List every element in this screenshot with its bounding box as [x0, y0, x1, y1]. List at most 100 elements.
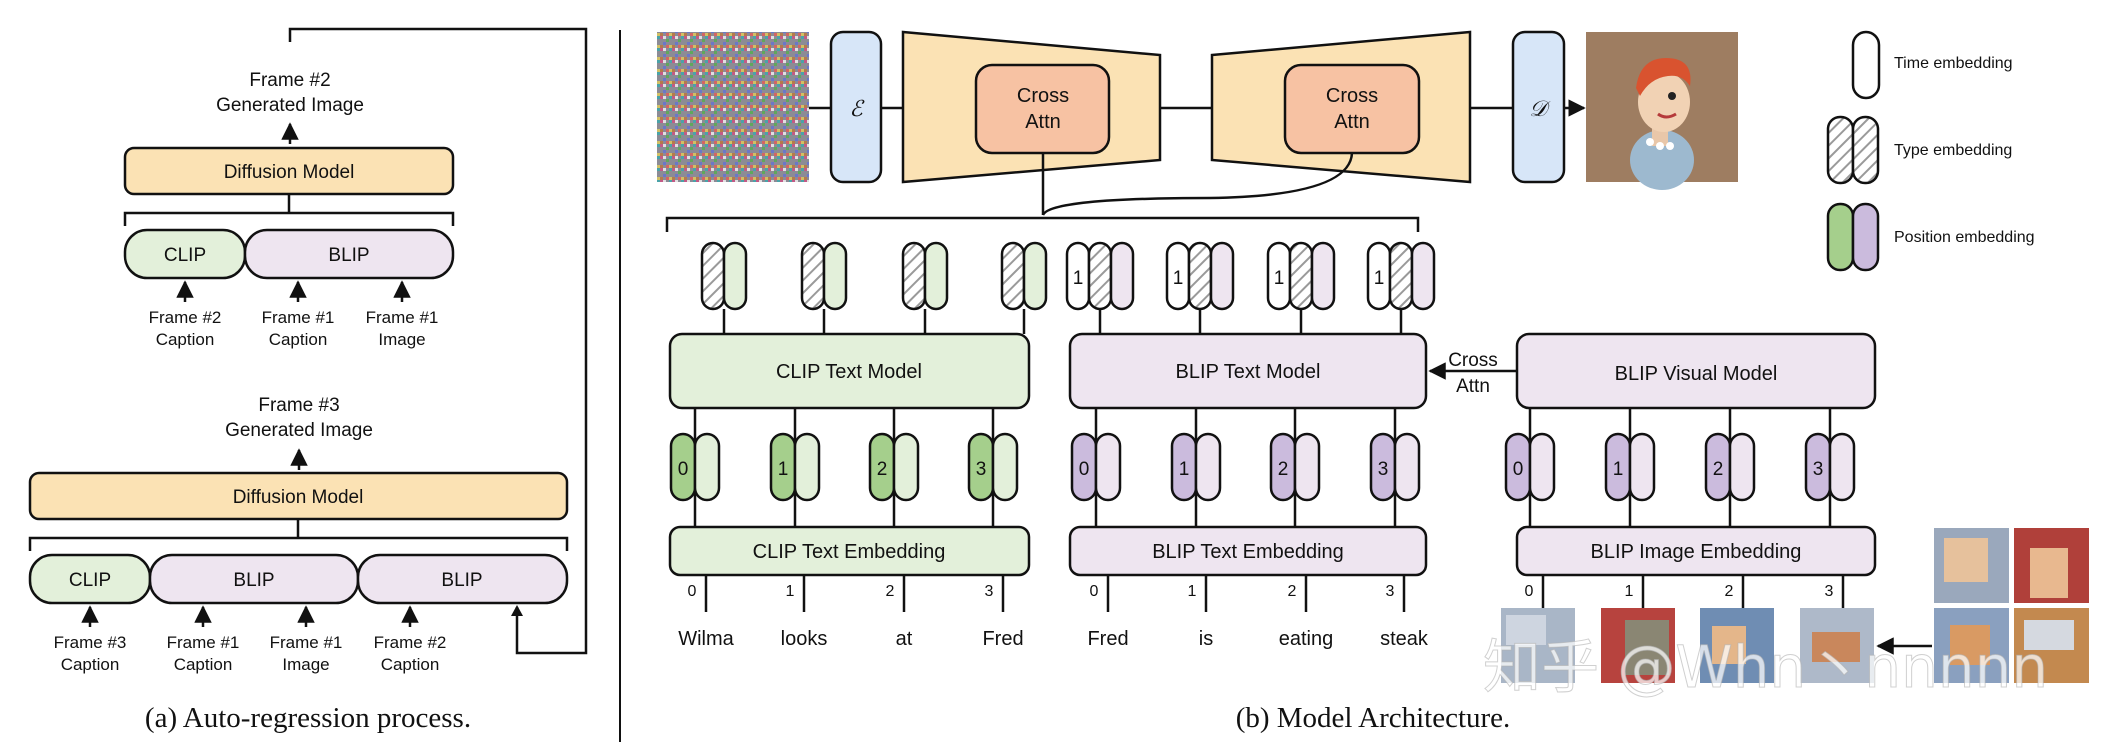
clip-index-label-1: 1	[786, 583, 795, 600]
legend-type-label: Type embedding	[1894, 142, 2012, 159]
blip-image-pos-pair-3	[1828, 432, 1856, 502]
blip-image-pos-number-3: 3	[1813, 459, 1824, 480]
cross-attn-box-2	[1283, 63, 1421, 155]
image-index-label-2: 2	[1725, 583, 1734, 600]
clip-word-3: Fred	[982, 628, 1023, 650]
blip-visual-model-label: BLIP Visual Model	[1615, 363, 1778, 385]
clip-text-model-label: CLIP Text Model	[776, 361, 922, 383]
blip-time-number-3: 1	[1374, 268, 1385, 289]
image-index-label-3: 3	[1825, 583, 1834, 600]
cross-attn-1-l2: Attn	[1025, 111, 1061, 133]
blip-time-number-0: 1	[1073, 268, 1084, 289]
a-bottom-output-line2: Generated Image	[225, 420, 373, 441]
a-top-input2-l2: Caption	[269, 330, 328, 349]
type-embedding-row: 1 1 1 1	[700, 241, 1436, 334]
blip-text-pos-number-2: 2	[1278, 459, 1289, 480]
clip-text-model-box	[668, 332, 1031, 410]
blip-image-embedding-label: BLIP Image Embedding	[1591, 541, 1802, 563]
blip-image-pos-number-2: 2	[1713, 459, 1724, 480]
blip-index-label-0: 0	[1090, 583, 1099, 600]
blip-type-token-1	[1187, 241, 1213, 311]
clip-index-label-3: 3	[985, 583, 994, 600]
a-top-input1-l2: Caption	[156, 330, 215, 349]
clip-word-0: Wilma	[678, 628, 734, 650]
legend-type-swatch-a	[1826, 115, 1855, 185]
clip-time-token-2	[923, 241, 949, 311]
panel-model-architecture: ℰ Cross Attn Cross Attn 𝒟	[657, 30, 2089, 734]
a-caption: (a) Auto-regression process.	[145, 702, 471, 734]
blip-image-pos-pair-1	[1628, 432, 1656, 502]
a-bottom-bracket	[28, 536, 569, 551]
a-top-input1-l1: Frame #2	[149, 308, 222, 327]
blip-extra-token-3	[1410, 241, 1436, 311]
clip-pos-number-0: 0	[678, 459, 689, 480]
b-caption: (b) Model Architecture.	[1236, 702, 1511, 734]
blip-extra-token-1	[1209, 241, 1235, 311]
full-image-grid	[1934, 528, 2089, 683]
clip-pos-number-3: 3	[976, 459, 987, 480]
legend-position-label: Position embedding	[1894, 229, 2035, 246]
blip-word-1: is	[1199, 628, 1213, 650]
clip-pos-pair-2	[892, 432, 920, 502]
blip-text-pos-number-1: 1	[1179, 459, 1190, 480]
blip-index-label-2: 2	[1288, 583, 1297, 600]
blip-text-model-box	[1068, 332, 1428, 410]
a-bottom-input3-l2: Image	[282, 655, 329, 674]
clip-index-label-2: 2	[886, 583, 895, 600]
clip-word-1: looks	[781, 628, 828, 650]
blip-type-token-2	[1288, 241, 1314, 311]
a-top-bracket	[123, 211, 455, 226]
blip-time-number-1: 1	[1173, 268, 1184, 289]
encoder-symbol: ℰ	[849, 96, 865, 121]
blip-type-token-0	[1087, 241, 1113, 311]
watermark: 知乎 @Whn丶nnnnn	[1483, 633, 2048, 701]
blip-extra-token-2	[1310, 241, 1336, 311]
cross-attn-2-l2: Attn	[1334, 111, 1370, 133]
a-bottom-output-line1: Frame #3	[258, 395, 339, 416]
tokens-bracket	[665, 216, 1420, 232]
clip-type-token-0	[700, 241, 726, 311]
a-bottom-input2-l2: Caption	[174, 655, 233, 674]
blip-index-label-1: 1	[1188, 583, 1197, 600]
clip-pos-pair-1	[793, 432, 821, 502]
a-feedback-loop	[288, 27, 588, 655]
blip-time-number-2: 1	[1274, 268, 1285, 289]
image-patches	[1501, 608, 1874, 683]
cross-attn-2-l1: Cross	[1326, 85, 1378, 107]
clip-type-token-1	[800, 241, 826, 311]
a-top-blip-box	[243, 228, 455, 280]
clip-pos-number-2: 2	[877, 459, 888, 480]
clip-index-label-0: 0	[688, 583, 697, 600]
a-top-output-line2: Generated Image	[216, 95, 364, 116]
a-top-input3-l2: Image	[378, 330, 425, 349]
cross-attn-side-l2: Attn	[1456, 376, 1490, 397]
generated-image	[1586, 32, 1738, 190]
blip-text-pos-pair-3	[1393, 432, 1421, 502]
image-index-label-1: 1	[1625, 583, 1634, 600]
cross-attn-side-l1: Cross	[1448, 350, 1498, 371]
clip-time-token-3	[1022, 241, 1048, 311]
a-bottom-input1-l1: Frame #3	[54, 633, 127, 652]
a-bottom-blip2-box	[356, 553, 569, 605]
blip-text-pos-number-0: 0	[1079, 459, 1090, 480]
input-token-row: 0Wilma1looks2at3Fred0Fred1is2eating3stea…	[678, 575, 1845, 650]
blip-text-pos-number-3: 3	[1378, 459, 1389, 480]
cross-attn-box-1	[974, 63, 1111, 155]
a-bottom-clip-label: CLIP	[69, 570, 111, 591]
clip-type-token-3	[1000, 241, 1026, 311]
clip-text-embedding-box	[668, 525, 1031, 577]
blip-image-pos-number-1: 1	[1613, 459, 1624, 480]
blip-word-3: steak	[1380, 628, 1429, 650]
a-bottom-blip2-label: BLIP	[441, 570, 482, 591]
a-top-blip-label: BLIP	[328, 245, 369, 266]
a-top-diffusion-label: Diffusion Model	[224, 162, 355, 183]
cross-attn-1-l1: Cross	[1017, 85, 1069, 107]
a-top-input2-l1: Frame #1	[262, 308, 335, 327]
a-bottom-input3-l1: Frame #1	[270, 633, 343, 652]
legend-time-label: Time embedding	[1894, 55, 2013, 72]
clip-pos-pair-0	[693, 432, 721, 502]
blip-text-embedding-label: BLIP Text Embedding	[1152, 541, 1344, 563]
clip-pos-pair-3	[991, 432, 1019, 502]
